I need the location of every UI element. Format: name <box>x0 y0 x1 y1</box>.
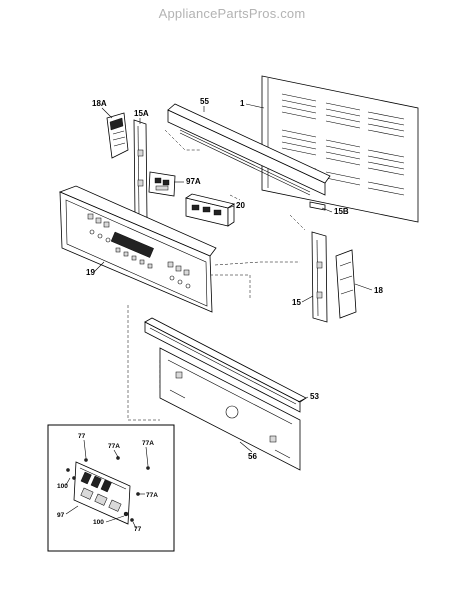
part-top-trim <box>167 103 331 196</box>
inset-callout-77A-2: 77A <box>142 440 154 447</box>
detail-inset-main-board: 77 77A 77A 100 77A 97 100 77 <box>47 424 175 552</box>
inset-control-board <box>73 461 131 525</box>
callout-15A: 15A <box>134 109 149 118</box>
inset-callout-77-top: 77 <box>78 433 86 440</box>
callout-19: 19 <box>86 268 95 277</box>
inset-callout-100-left: 100 <box>57 483 68 490</box>
callout-15B: 15B <box>334 207 349 216</box>
callout-20: 20 <box>236 201 245 210</box>
inset-callout-77-bottom: 77 <box>134 526 142 533</box>
callout-15: 15 <box>292 298 301 307</box>
part-small-board-97A <box>148 171 176 197</box>
callout-97A: 97A <box>186 177 201 186</box>
control-panel-buttons <box>87 213 191 289</box>
part-bracket-15B <box>309 201 326 211</box>
callout-labels: 1 55 18A 15A 97A 20 15B 19 15 18 53 56 <box>86 97 383 461</box>
site-watermark: AppliancePartsPros.com <box>158 6 306 21</box>
callout-55: 55 <box>200 97 209 106</box>
inset-standoffs <box>66 456 150 522</box>
part-left-side-bracket <box>133 119 148 221</box>
inset-callout-77A-1: 77A <box>108 443 120 450</box>
callout-53: 53 <box>310 392 319 401</box>
callout-56: 56 <box>248 452 257 461</box>
part-control-panel <box>58 185 217 313</box>
callout-1: 1 <box>240 99 245 108</box>
inset-callout-77A-3: 77A <box>146 492 158 499</box>
inset-callout-100-bottom: 100 <box>93 519 104 526</box>
part-right-side-bracket <box>311 231 328 323</box>
callout-18: 18 <box>374 286 383 295</box>
part-left-end-cap <box>106 112 129 159</box>
callout-18A: 18A <box>92 99 107 108</box>
part-lower-panel <box>159 347 301 471</box>
part-electronic-module <box>185 193 235 227</box>
part-right-end-cap <box>335 249 357 319</box>
part-rear-panel <box>261 75 419 223</box>
inset-callout-97: 97 <box>57 512 65 519</box>
